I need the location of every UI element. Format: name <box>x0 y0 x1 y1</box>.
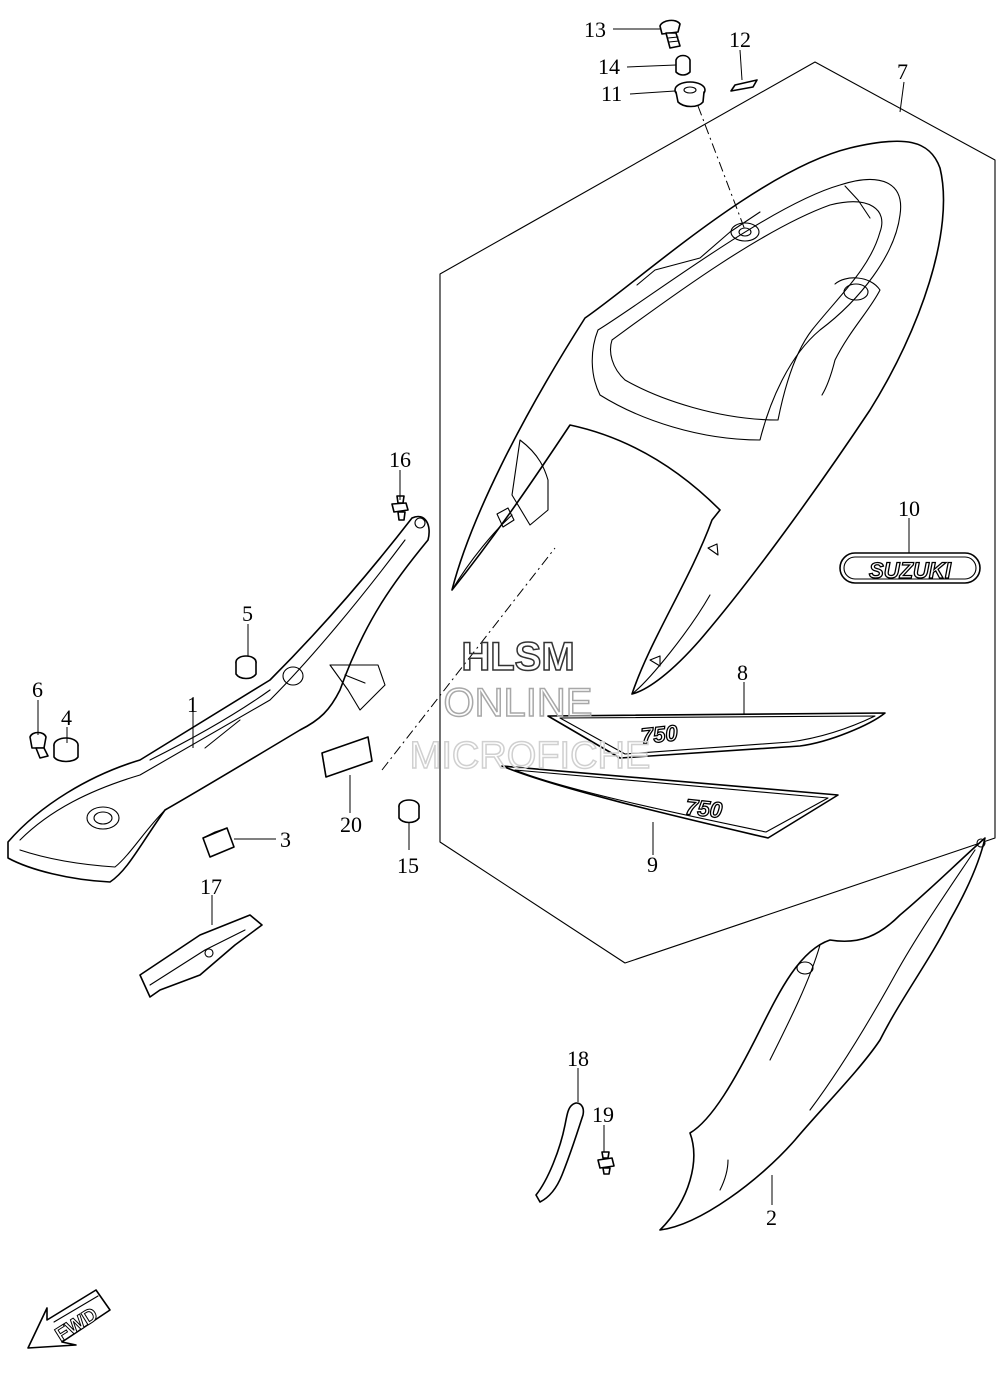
collar <box>675 54 691 76</box>
decal-750-upper-text: 750 <box>640 720 680 749</box>
callout-8: 8 <box>737 660 748 685</box>
callout-16: 16 <box>389 447 411 472</box>
callout-4: 4 <box>61 705 72 730</box>
callout-18: 18 <box>567 1046 589 1071</box>
callout-11: 11 <box>601 81 622 106</box>
fwd-arrow: FWD <box>27 1289 111 1349</box>
callout-20: 20 <box>340 812 362 837</box>
screw <box>659 19 681 49</box>
decal-750-lower-text: 750 <box>684 794 724 823</box>
callout-2: 2 <box>766 1205 777 1230</box>
stay-right <box>535 1102 585 1203</box>
callout-13: 13 <box>584 17 606 42</box>
cushion-block <box>202 827 235 858</box>
watermark-line-1: HLSM <box>461 635 574 679</box>
callout-9: 9 <box>647 852 658 877</box>
well-nut-left <box>53 737 79 763</box>
bracket-left <box>139 914 263 998</box>
callout-1: 1 <box>187 692 198 717</box>
watermark-line-3: MICROFICHE <box>410 735 651 777</box>
callout-17: 17 <box>200 874 222 899</box>
assembly-boundary <box>439 61 996 964</box>
watermark: HLSM ONLINE MICROFICHE <box>409 634 651 778</box>
right-frame-cover <box>659 837 986 1231</box>
suzuki-emblem-text: SUZUKI <box>869 558 952 583</box>
callout-10: 10 <box>898 496 920 521</box>
clip-lower <box>597 1151 615 1175</box>
callout-12: 12 <box>729 27 751 52</box>
grommet-left <box>235 655 257 680</box>
callout-15: 15 <box>397 853 419 878</box>
callout-7: 7 <box>897 59 908 84</box>
callout-6: 6 <box>32 677 43 702</box>
callout-5: 5 <box>242 601 253 626</box>
bolt-left <box>29 731 49 759</box>
tag-plate <box>730 79 758 92</box>
callout-numbers: 13 12 14 11 7 16 10 5 8 6 1 4 20 3 9 15 … <box>32 17 920 1230</box>
suzuki-emblem: SUZUKI <box>839 552 981 584</box>
callout-19: 19 <box>592 1102 614 1127</box>
grommet-top <box>674 81 706 108</box>
callout-14: 14 <box>598 54 620 79</box>
seat-tail-cover <box>451 140 945 695</box>
callout-3: 3 <box>280 827 291 852</box>
pad <box>321 736 373 778</box>
decal-750-upper: 750 <box>547 712 886 759</box>
decal-750-lower: 750 <box>501 765 839 839</box>
grommet-lower <box>398 799 420 824</box>
left-frame-cover <box>7 515 430 883</box>
clip-upper <box>391 495 409 521</box>
leader-lines <box>37 28 910 1205</box>
watermark-line-2: ONLINE <box>444 681 593 725</box>
